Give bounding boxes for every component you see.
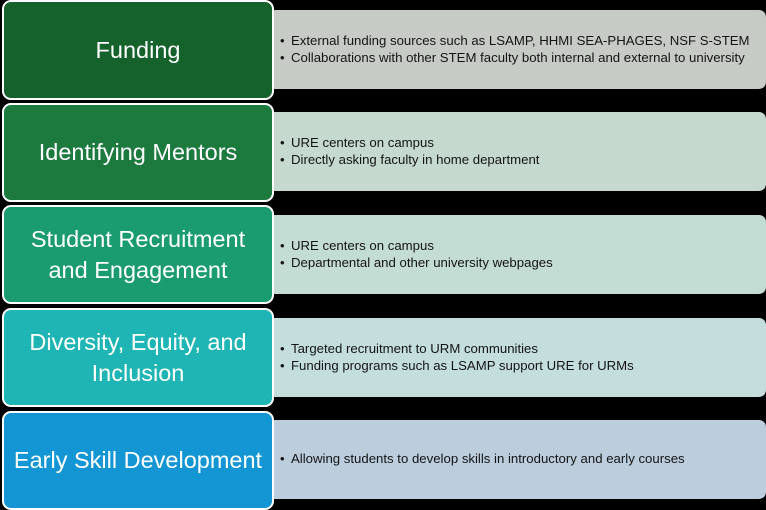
category-box-diversity-equity-inclusion: Diversity, Equity, and Inclusion (2, 308, 274, 407)
bullet-list: Targeted recruitment to URM communities … (280, 341, 756, 374)
row-diversity-equity-inclusion: Targeted recruitment to URM communities … (0, 306, 766, 408)
bullet-list: External funding sources such as LSAMP, … (280, 33, 756, 66)
category-box-student-recruitment: Student Recruitment and Engagement (2, 205, 274, 304)
bullet-panel: URE centers on campus Directly asking fa… (262, 112, 766, 191)
row-student-recruitment: URE centers on campus Departmental and o… (0, 204, 766, 306)
category-box-identifying-mentors: Identifying Mentors (2, 103, 274, 202)
category-label: Early Skill Development (13, 447, 263, 473)
bullet-panel: Targeted recruitment to URM communities … (262, 318, 766, 397)
bullet-item: Allowing students to develop skills in i… (280, 451, 756, 468)
bullet-list: URE centers on campus Departmental and o… (280, 238, 756, 271)
row-identifying-mentors: URE centers on campus Directly asking fa… (0, 102, 766, 204)
bullet-item: Collaborations with other STEM faculty b… (280, 50, 756, 67)
bullet-panel: URE centers on campus Departmental and o… (262, 215, 766, 294)
row-early-skill-development: Allowing students to develop skills in i… (0, 408, 766, 510)
bullet-item: Funding programs such as LSAMP support U… (280, 358, 756, 375)
bullet-panel: Allowing students to develop skills in i… (262, 420, 766, 499)
category-label: Diversity, Equity, and Inclusion (29, 328, 247, 386)
bullet-item: URE centers on campus (280, 238, 756, 255)
bullet-item: External funding sources such as LSAMP, … (280, 33, 756, 50)
bullet-panel: External funding sources such as LSAMP, … (262, 10, 766, 89)
bullet-item: Departmental and other university webpag… (280, 255, 756, 272)
bullet-item: Targeted recruitment to URM communities (280, 341, 756, 358)
category-label: Funding (95, 36, 181, 63)
category-label: Student Recruitment and Engagement (30, 225, 246, 283)
category-label: Identifying Mentors (38, 139, 238, 165)
category-box-funding: Funding (2, 0, 274, 100)
bullet-list: URE centers on campus Directly asking fa… (280, 135, 756, 168)
bullet-item: Directly asking faculty in home departme… (280, 152, 756, 169)
category-box-early-skill-development: Early Skill Development (2, 411, 274, 510)
bullet-item: URE centers on campus (280, 135, 756, 152)
row-funding: External funding sources such as LSAMP, … (0, 0, 766, 102)
bullet-list: Allowing students to develop skills in i… (280, 451, 756, 468)
